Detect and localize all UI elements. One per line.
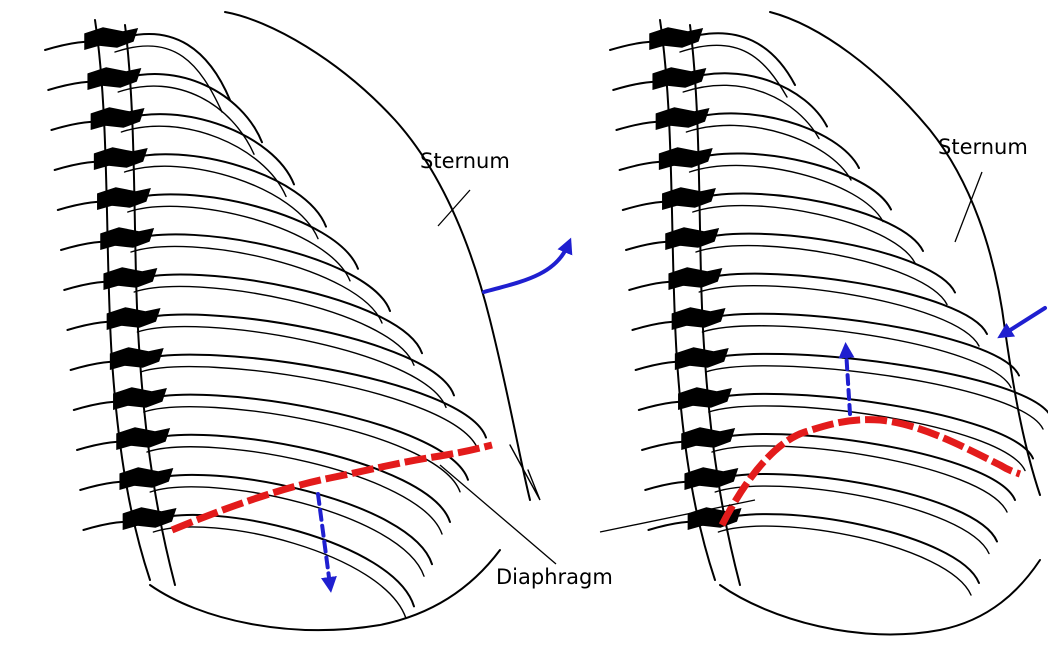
vertebra: [91, 108, 143, 129]
lower-border-right: [720, 560, 1040, 634]
vertebra: [656, 108, 708, 129]
rib-lift-curved-arrow: [484, 245, 568, 292]
diaphragm-leader-left: [440, 465, 556, 564]
rib: [718, 514, 979, 583]
vertebra: [85, 28, 137, 49]
vertebra: [679, 388, 731, 409]
vertebra: [95, 148, 147, 169]
spine-left: [95, 20, 175, 585]
rib-edge: [125, 166, 318, 238]
vertebra: [98, 188, 150, 209]
costal-cartilage-left: [510, 445, 540, 500]
rib: [125, 154, 326, 226]
vertebrae-right: [650, 28, 740, 529]
vertebra: [107, 308, 159, 329]
vertebra: [663, 188, 715, 209]
sternum-label-right: Sternum: [938, 135, 1028, 159]
vertebra: [114, 388, 166, 409]
spine-right: [660, 20, 740, 585]
rib: [715, 474, 997, 541]
rib-edge: [690, 165, 883, 221]
costal-margin-left: [225, 12, 530, 500]
vertebra: [666, 228, 718, 249]
vertebra: [104, 268, 156, 289]
rib-edge: [128, 206, 350, 280]
vertebra: [672, 308, 724, 329]
diaphragm-line-right: [722, 420, 1020, 525]
sternum-label-left: Sternum: [420, 149, 510, 173]
vertebra: [120, 468, 172, 489]
rib-cage-left: Sternum: [45, 12, 540, 630]
rib: [118, 74, 262, 142]
diaphragm-up-arrow-right: [846, 350, 850, 414]
rib-edge: [709, 406, 1025, 471]
rib: [128, 194, 358, 268]
rib: [690, 153, 891, 209]
rib-edge: [699, 286, 979, 346]
vertebrae-left: [85, 28, 175, 529]
rib-edge: [131, 246, 382, 323]
vertebra: [653, 68, 705, 89]
vertebra: [682, 428, 734, 449]
vertebra: [123, 508, 175, 529]
vertebra: [660, 148, 712, 169]
rib-edge: [150, 487, 424, 576]
sternum-leader-left: [438, 190, 470, 226]
vertebra: [669, 268, 721, 289]
vertebra: [650, 28, 702, 49]
rib-edge: [153, 527, 406, 618]
vertebra: [101, 228, 153, 249]
vertebra: [88, 68, 140, 89]
vertebra: [676, 348, 728, 369]
rib-edge: [134, 287, 414, 366]
rib-edge: [144, 407, 460, 492]
rib-edge: [712, 446, 1007, 512]
rib-fall-arrow-right: [1004, 308, 1045, 334]
vertebra: [111, 348, 163, 369]
rib-edge: [121, 126, 286, 196]
rib-edge: [715, 486, 989, 553]
rib-cage-right: Sternum: [610, 12, 1048, 634]
diaphragm-label: Diaphragm: [496, 565, 613, 589]
vertebra: [117, 428, 169, 449]
rib: [153, 515, 414, 606]
rib: [699, 274, 987, 334]
rib: [709, 394, 1033, 459]
rib-edge: [718, 526, 971, 595]
sternum-leader-right: [955, 172, 982, 242]
vertebra: [685, 468, 737, 489]
rib: [693, 194, 923, 251]
rib: [706, 354, 1048, 417]
rib-edge: [702, 326, 1011, 388]
